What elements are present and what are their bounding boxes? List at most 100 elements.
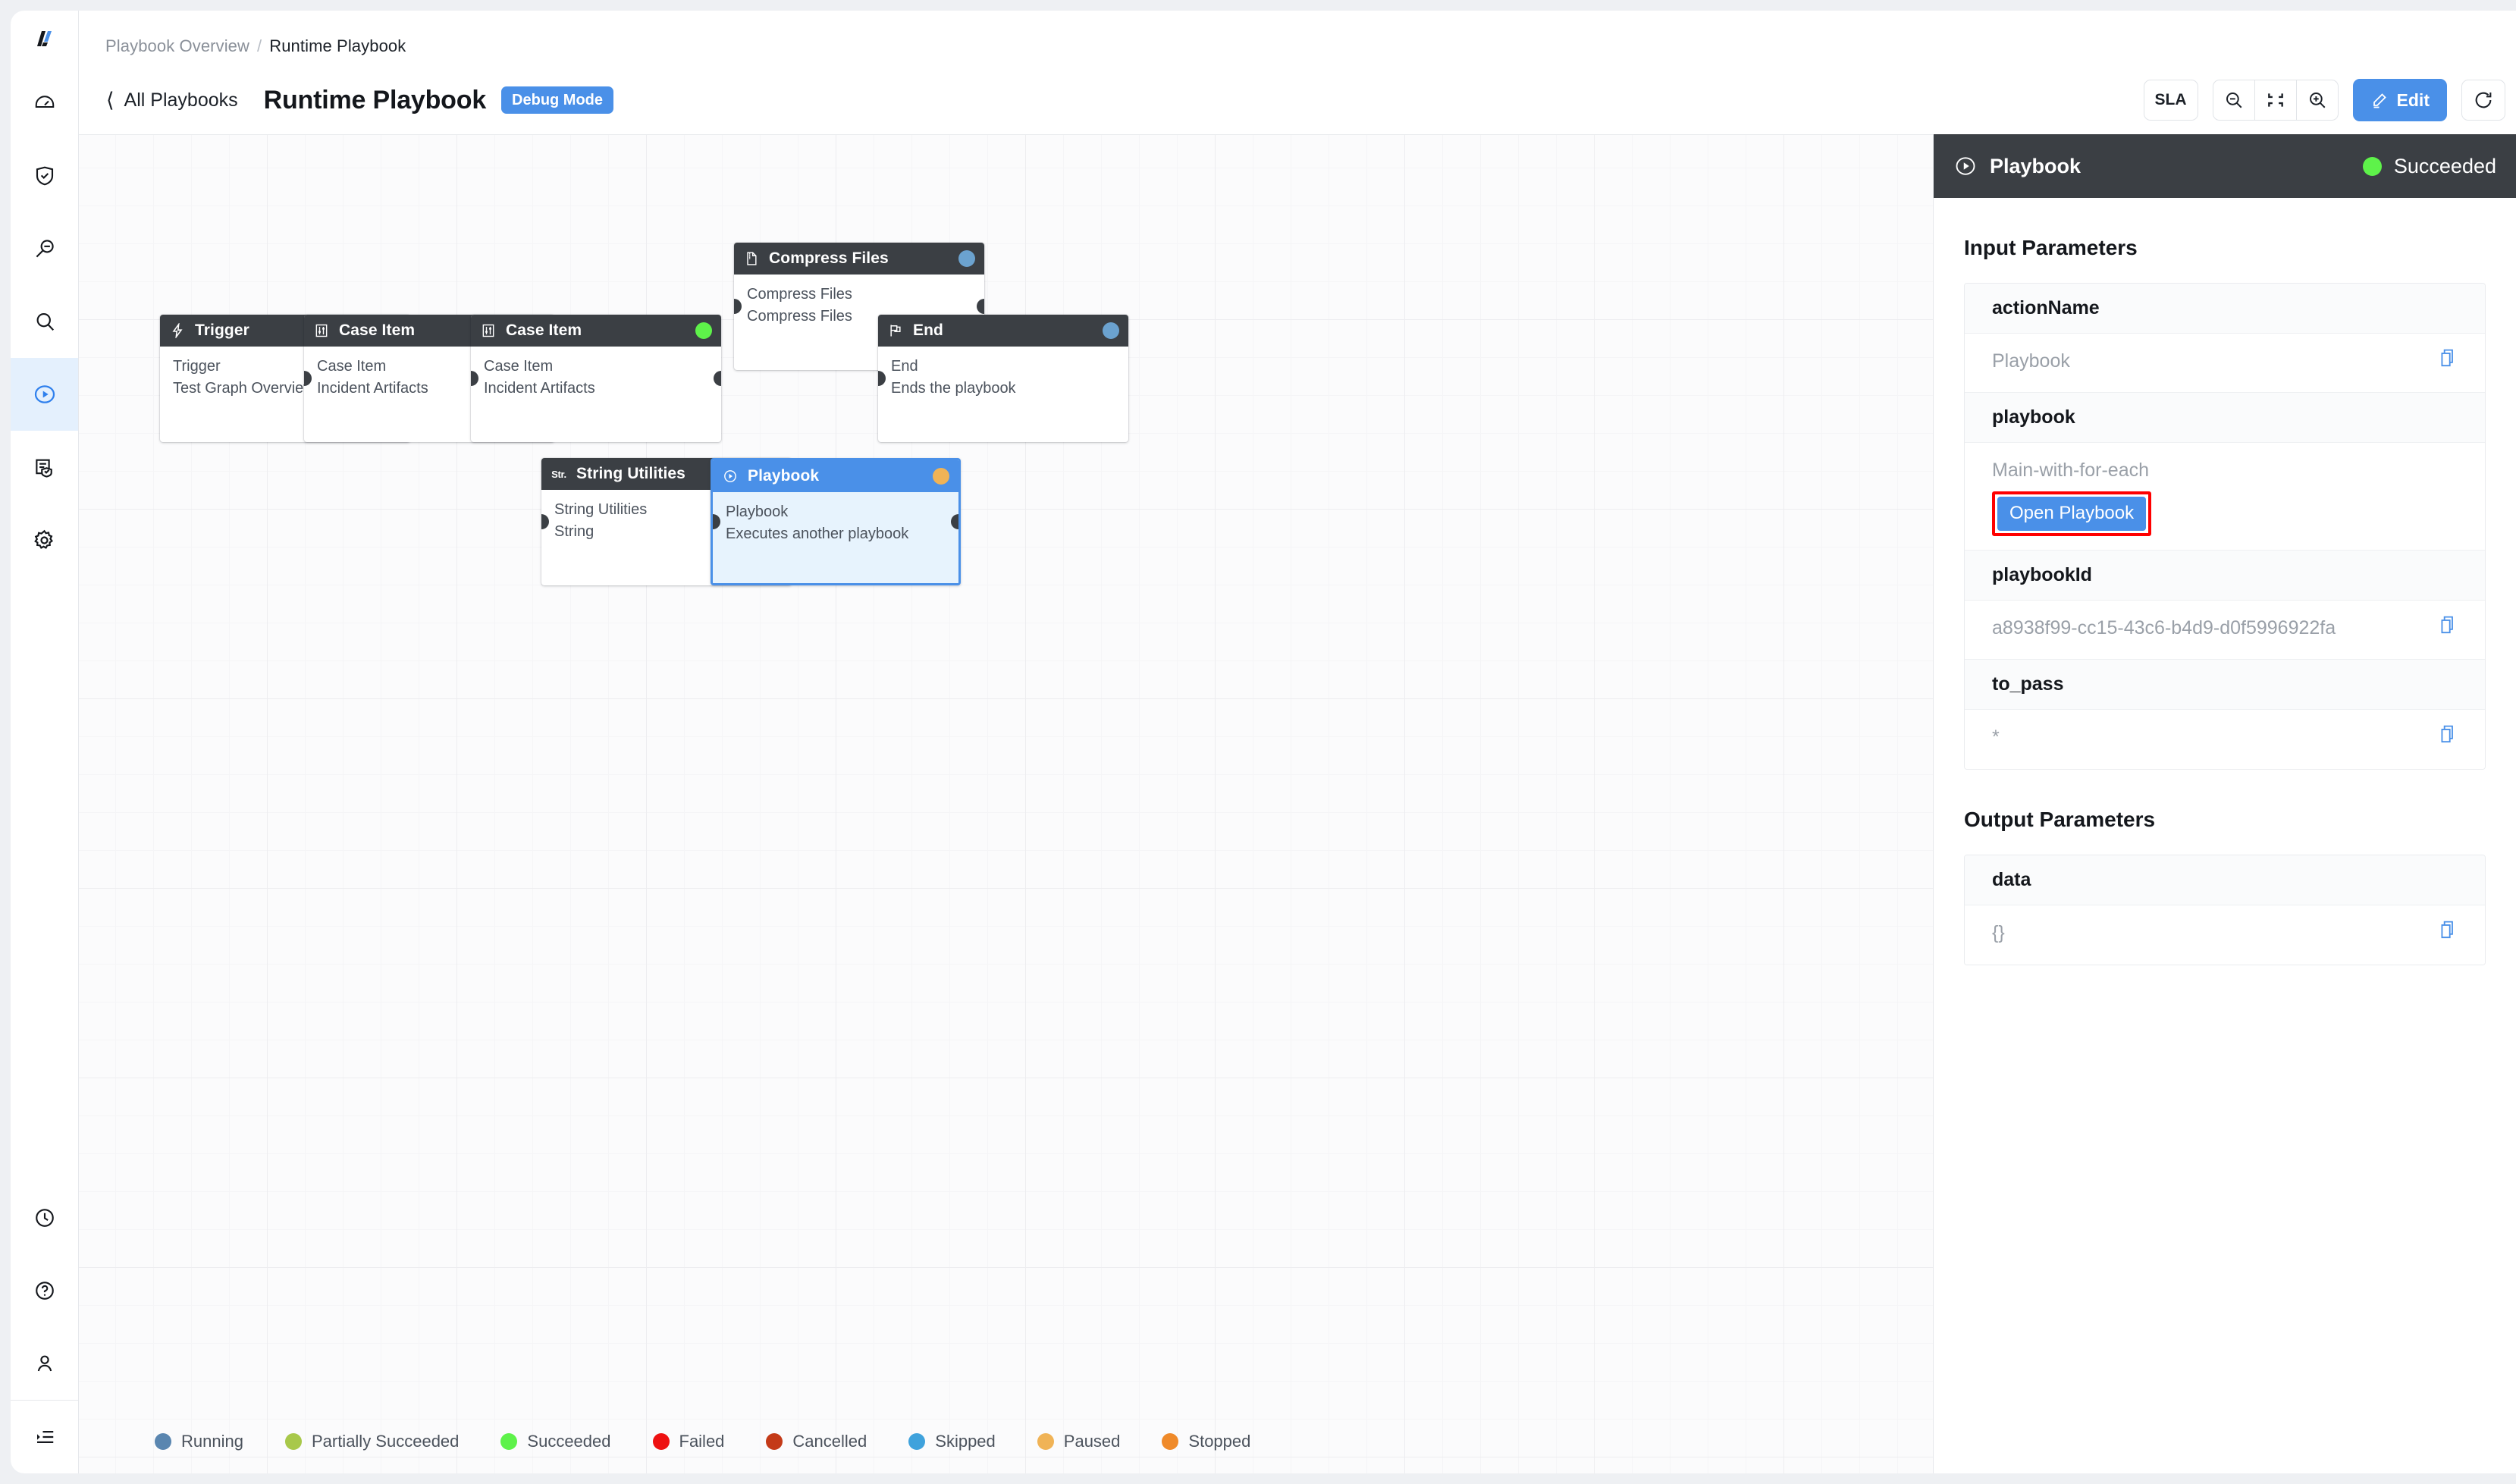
graph-node-playbook[interactable]: Playbook Playbook Executes another playb… xyxy=(711,458,961,585)
breadcrumb-parent[interactable]: Playbook Overview xyxy=(105,36,249,55)
legend-item: Skipped xyxy=(908,1432,996,1451)
node-line-2: Ends the playbook xyxy=(891,380,1016,397)
copy-icon[interactable] xyxy=(2438,347,2458,370)
graph-node-end[interactable]: End End Ends the playbook xyxy=(878,315,1128,442)
copy-icon[interactable] xyxy=(2438,723,2458,746)
node-port-in[interactable] xyxy=(541,514,549,529)
rail-divider xyxy=(11,1400,78,1401)
sidebar-item-user[interactable] xyxy=(11,1327,78,1400)
edit-button[interactable]: Edit xyxy=(2352,79,2447,121)
node-line-2: Compress Files xyxy=(747,308,852,325)
page-title: Runtime Playbook xyxy=(263,85,487,115)
legend-label: Partially Succeeded xyxy=(311,1432,460,1451)
param-value: * xyxy=(1992,726,2000,748)
sidebar-item-threat-hunt[interactable] xyxy=(11,212,78,285)
status-legend: Running Partially Succeeded Succeeded Fa… xyxy=(79,1410,2516,1473)
string-icon: Str. xyxy=(551,468,566,480)
legend-item: Cancelled xyxy=(766,1432,867,1451)
legend-item: Stopped xyxy=(1162,1432,1250,1451)
breadcrumb-current: Runtime Playbook xyxy=(269,36,406,55)
node-body: End Ends the playbook xyxy=(878,347,1128,409)
graph-node-case-item-2[interactable]: Case Item Case Item Incident Artifacts xyxy=(471,315,721,442)
legend-item: Partially Succeeded xyxy=(284,1432,460,1451)
fit-to-screen-button[interactable] xyxy=(2254,80,2297,121)
back-to-all-playbooks[interactable]: ⟨ All Playbooks xyxy=(106,89,238,111)
node-header: Playbook xyxy=(713,460,958,492)
node-header: Compress Files xyxy=(734,243,984,275)
sidebar-item-playbooks[interactable] xyxy=(11,358,78,431)
node-line-1: Case Item xyxy=(484,358,554,375)
node-line-2: Incident Artifacts xyxy=(317,380,428,397)
sla-button[interactable]: SLA xyxy=(2143,80,2198,121)
node-body: Compress Files Compress Files xyxy=(734,275,984,337)
sidebar-item-collapse-menu[interactable] xyxy=(11,1401,78,1473)
output-parameters-title: Output Parameters xyxy=(1964,807,2156,831)
param-value-row: * xyxy=(1965,709,2485,769)
playbook-canvas[interactable]: Trigger Trigger Test Graph Overview xyxy=(79,134,2516,1473)
sidebar-item-shield-check[interactable] xyxy=(11,140,78,212)
param-value: a8938f99-cc15-43c6-b4d9-d0f5996922fa xyxy=(1992,617,2336,638)
status-dot xyxy=(2362,156,2382,176)
zoom-in-button[interactable] xyxy=(2296,80,2339,121)
param-key: playbookId xyxy=(1965,550,2485,601)
sidebar-item-dashboard[interactable] xyxy=(11,67,78,140)
panel-status: Succeeded xyxy=(2362,154,2496,178)
refresh-button[interactable] xyxy=(2461,80,2505,121)
copy-icon[interactable] xyxy=(2438,919,2458,942)
sidebar-item-search[interactable] xyxy=(11,285,78,358)
node-body: Case Item Incident Artifacts xyxy=(304,347,554,409)
zoom-out-button[interactable] xyxy=(2212,80,2255,121)
legend-dot-failed xyxy=(652,1433,670,1450)
param-value: Main-with-for-each xyxy=(1992,460,2150,481)
flag-icon xyxy=(887,322,904,339)
toolbar: SLA xyxy=(2143,79,2505,121)
node-port-out[interactable] xyxy=(714,371,721,386)
node-port-in[interactable] xyxy=(713,514,720,529)
legend-label: Skipped xyxy=(935,1432,996,1451)
zoom-controls xyxy=(2212,80,2339,121)
param-key: data xyxy=(1965,855,2485,905)
panel-header: Playbook Succeeded xyxy=(1934,134,2516,198)
sidebar-item-help[interactable] xyxy=(11,1254,78,1327)
nav-bottom-items xyxy=(11,1181,78,1473)
node-line-2: Executes another playbook xyxy=(726,526,909,542)
breadcrumb-separator: / xyxy=(257,36,262,55)
node-line-2: String xyxy=(554,523,594,540)
status-text: Succeeded xyxy=(2393,154,2496,177)
legend-label: Cancelled xyxy=(792,1432,867,1451)
node-line-1: Compress Files xyxy=(747,286,852,303)
title-bar: ⟨ All Playbooks Runtime Playbook Debug M… xyxy=(79,67,2516,133)
param-key: to_pass xyxy=(1965,659,2485,710)
open-playbook-button[interactable]: Open Playbook xyxy=(1997,496,2147,532)
legend-label: Failed xyxy=(679,1432,725,1451)
panel-title: Playbook xyxy=(1990,154,2082,177)
legend-item: Failed xyxy=(652,1432,725,1451)
edit-label: Edit xyxy=(2396,89,2430,110)
copy-icon[interactable] xyxy=(2438,614,2458,637)
node-port-in[interactable] xyxy=(471,371,478,386)
legend-dot-stopped xyxy=(1162,1433,1179,1450)
node-line-1: Case Item xyxy=(317,358,387,375)
nav-items xyxy=(11,67,78,576)
node-line-1: String Utilities xyxy=(554,501,648,518)
legend-dot-paused xyxy=(1037,1433,1054,1450)
legend-item: Running xyxy=(155,1432,243,1451)
node-status-dot xyxy=(933,468,949,485)
node-port-in[interactable] xyxy=(304,371,312,386)
sidebar-item-settings[interactable] xyxy=(11,504,78,576)
sidebar-item-reports[interactable] xyxy=(11,431,78,504)
legend-label: Stopped xyxy=(1188,1432,1251,1451)
legend-dot-partially-succeeded xyxy=(284,1433,302,1450)
param-value-row: Playbook xyxy=(1965,334,2485,393)
main-window: Playbook Overview / Runtime Playbook ⟨ A… xyxy=(79,11,2516,1473)
file-zip-icon xyxy=(743,250,760,267)
node-port-in[interactable] xyxy=(878,371,886,386)
node-port-out[interactable] xyxy=(951,514,958,529)
status-badge-debug-mode: Debug Mode xyxy=(501,86,614,114)
sidebar-item-history[interactable] xyxy=(11,1181,78,1254)
legend-label: Running xyxy=(181,1432,243,1451)
node-port-in[interactable] xyxy=(734,299,742,314)
node-title: String Utilities xyxy=(576,465,685,482)
node-port-out[interactable] xyxy=(977,299,984,314)
node-line-1: End xyxy=(891,358,918,375)
